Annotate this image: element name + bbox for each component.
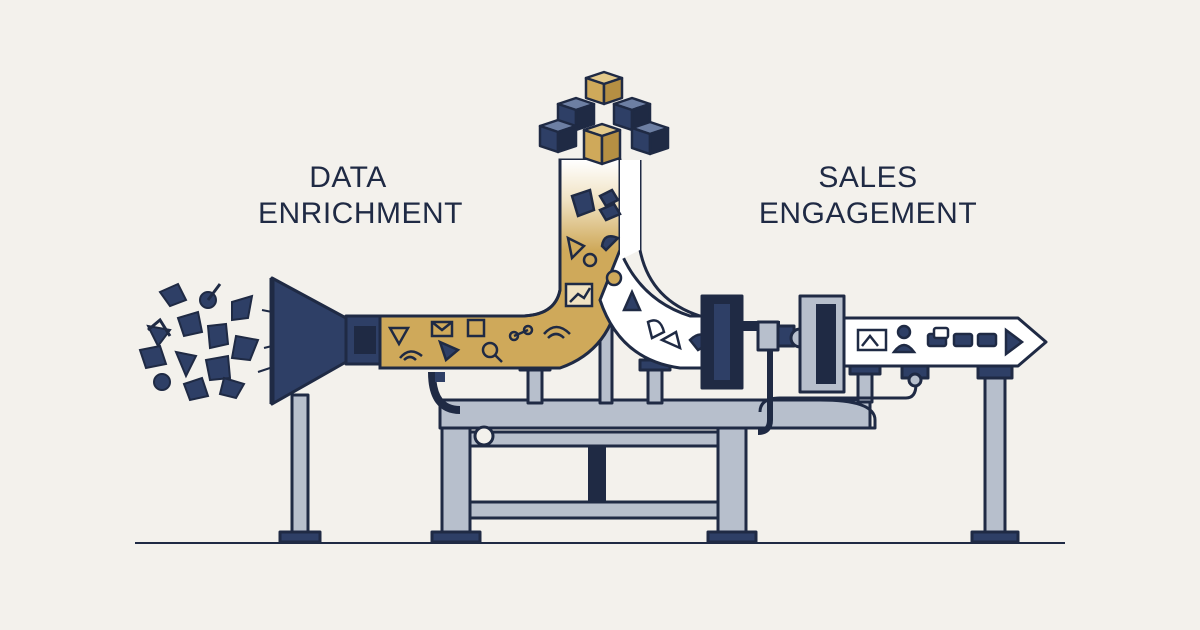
magnifier-icon	[605, 269, 623, 287]
wifi-icon	[399, 350, 423, 361]
conveyor-icons	[856, 324, 1025, 357]
triangle-icon	[387, 326, 411, 347]
right-stand	[970, 364, 1020, 544]
cube-cluster-icon	[538, 70, 670, 166]
data-enrichment-label-line2: ENRICHMENT	[258, 197, 463, 230]
chute-data-icons	[564, 188, 623, 308]
funnel-icon	[269, 276, 384, 406]
angle-icon	[437, 339, 461, 363]
arrow-head-icon	[1004, 327, 1025, 357]
envelope-icon	[430, 320, 454, 338]
left-stand	[278, 393, 322, 544]
sensor-cable	[758, 364, 930, 413]
sales-engagement-label-line1: SALES	[818, 161, 918, 194]
machine-frame	[430, 398, 877, 544]
sales-engagement-label: SALES ENGAGEMENT	[738, 160, 998, 232]
scattered-data-shapes-icon	[138, 282, 273, 402]
person-icon	[891, 324, 917, 354]
data-enrichment-label: DATA ENRICHMENT	[258, 160, 463, 232]
magnifier-icon	[481, 341, 499, 359]
pipe-data-icons	[387, 318, 571, 363]
data-enrichment-label-line1: DATA	[309, 161, 387, 194]
sales-engagement-label-line2: ENGAGEMENT	[758, 197, 978, 230]
